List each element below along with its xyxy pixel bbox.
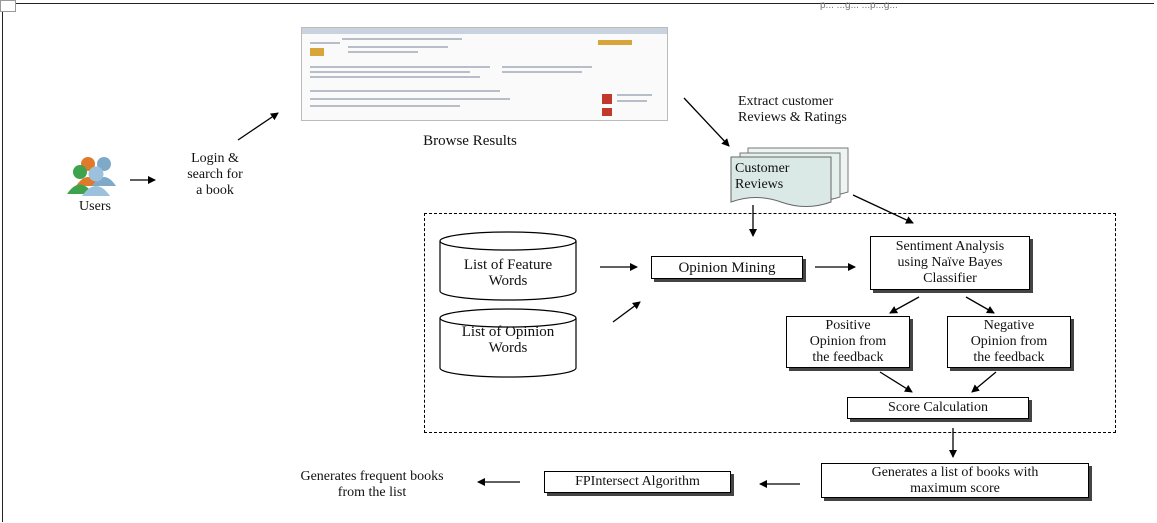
arrow-positive-to-score — [879, 371, 913, 393]
browse-results-thumbnail — [301, 27, 668, 121]
cropped-header-text: p... ...g... ...p...g... — [820, 0, 898, 11]
score-calculation-box: Score Calculation — [847, 397, 1029, 419]
fpintersect-box: FPIntersect Algorithm — [544, 471, 731, 493]
outer-frame — [2, 3, 1154, 522]
frequent-books-label: Generates frequent books from the list — [300, 469, 444, 500]
negative-opinion-box: Negative Opinion from the feedback — [947, 316, 1071, 368]
arrow-opinion-to-mining — [612, 301, 641, 323]
corner-box — [0, 0, 16, 12]
generates-list-box: Generates a list of books with maximum s… — [821, 463, 1089, 498]
sentiment-analysis-box: Sentiment Analysis using Naïve Bayes Cla… — [870, 236, 1030, 290]
arrow-negative-to-score — [971, 371, 997, 393]
opinion-words-cylinder — [439, 308, 577, 378]
customer-reviews-label: Customer Reviews — [735, 161, 790, 192]
arrow-sentiment-to-negative — [965, 296, 995, 314]
extract-label: Extract customer Reviews & Ratings — [738, 94, 847, 125]
arrow-login-to-browse — [237, 112, 279, 141]
arrow-reviews-to-sentiment — [852, 194, 914, 224]
browse-results-label: Browse Results — [423, 133, 517, 149]
opinion-words-label: List of Opinion Words — [461, 324, 555, 356]
arrow-sentiment-to-positive — [889, 296, 920, 314]
login-search-label: Login & search for a book — [187, 151, 243, 198]
positive-opinion-box: Positive Opinion from the feedback — [786, 316, 910, 368]
feature-words-cylinder — [439, 231, 577, 301]
opinion-mining-box: Opinion Mining — [651, 256, 803, 279]
arrow-browse-to-reviews — [683, 97, 730, 147]
processing-region — [424, 213, 1116, 433]
users-label: Users — [79, 199, 111, 214]
feature-words-label: List of Feature Words — [463, 257, 553, 289]
